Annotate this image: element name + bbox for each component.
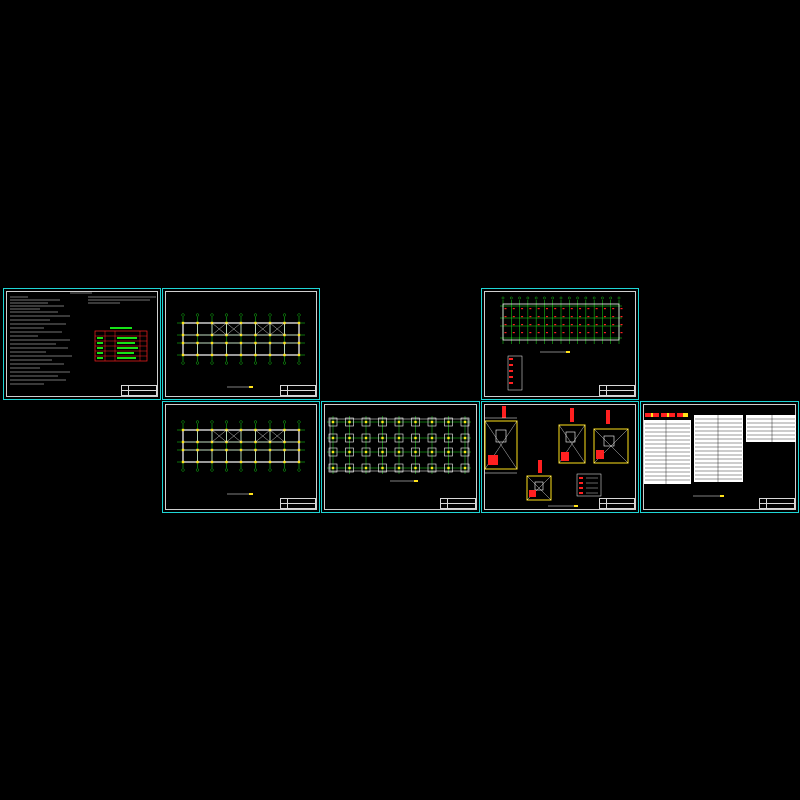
beam-plan-drawing [500, 296, 623, 391]
floor-plan-drawing [177, 313, 305, 388]
title-block [280, 498, 316, 509]
sheet-border [324, 404, 477, 510]
title-block [599, 385, 635, 396]
sheet-border [6, 291, 158, 397]
floor-plan-drawing [177, 420, 305, 495]
sheet-border [165, 404, 317, 510]
schedule-tables [644, 413, 796, 497]
sheet-border [484, 291, 636, 397]
title-block [759, 498, 795, 509]
title-block [599, 498, 635, 509]
column-details-drawing [484, 406, 629, 507]
title-block [280, 385, 316, 396]
sheet-roof-plan[interactable] [481, 288, 639, 400]
notes-table [94, 327, 148, 362]
sheet-border [643, 404, 796, 510]
sheet-column-details[interactable] [481, 401, 639, 513]
notes-text-block [10, 292, 156, 385]
sheet-border [165, 291, 317, 397]
foundation-title [390, 480, 418, 482]
title-block [121, 385, 157, 396]
foundation-plan-drawing [327, 416, 471, 474]
sheet-foundation-plan[interactable] [321, 401, 480, 513]
title-block [440, 498, 476, 509]
